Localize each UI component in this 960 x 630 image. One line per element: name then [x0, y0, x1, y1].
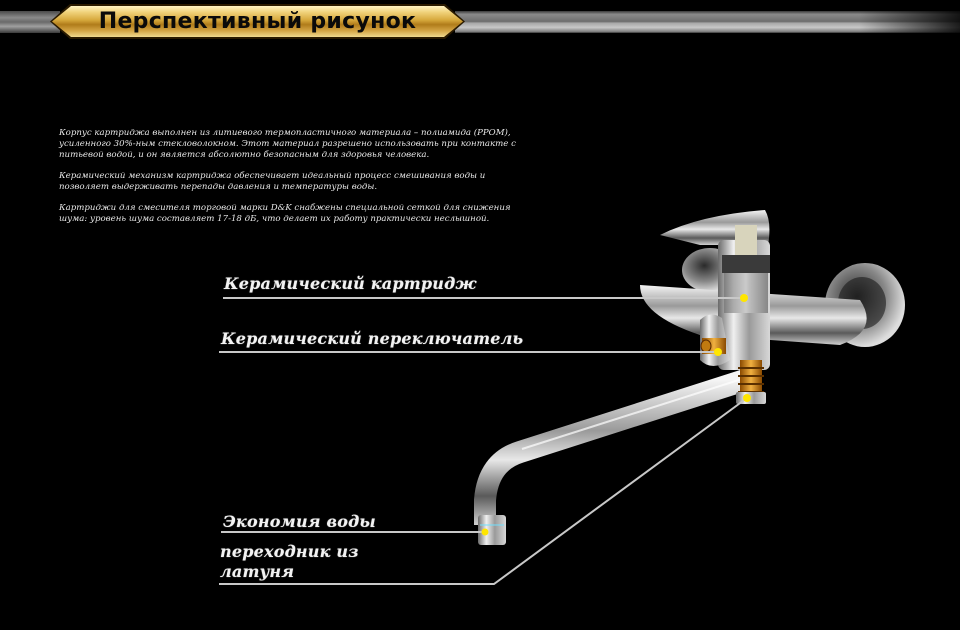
label-brass-adapter: переходник из латуня	[220, 542, 359, 582]
banner-bar-right	[455, 11, 960, 33]
label-ceramic-cartridge: Керамический картридж	[224, 274, 477, 293]
label-brass-adapter-line2: латуня	[220, 562, 295, 581]
marker-switch	[714, 348, 722, 356]
label-water-saving: Экономия воды	[223, 512, 376, 531]
description-paragraph: Керамический механизм картриджа обеспечи…	[59, 171, 486, 192]
label-ceramic-switch: Керамический переключатель	[221, 329, 524, 348]
description-paragraph: Корпус картриджа выполнен из литиевого т…	[59, 128, 516, 160]
marker-aerator	[481, 528, 489, 536]
description-block: Корпус картриджа выполнен из литиевого т…	[59, 128, 529, 235]
title-banner: Перспективный рисунок	[50, 4, 465, 39]
marker-cartridge	[740, 294, 748, 302]
page-title: Перспективный рисунок	[98, 9, 417, 34]
description-paragraph: Картриджи для смесителя торговой марки D…	[59, 203, 511, 224]
label-brass-adapter-line1: переходник из	[220, 542, 359, 561]
marker-adapter	[743, 394, 751, 402]
banner-bar-left	[0, 11, 60, 33]
